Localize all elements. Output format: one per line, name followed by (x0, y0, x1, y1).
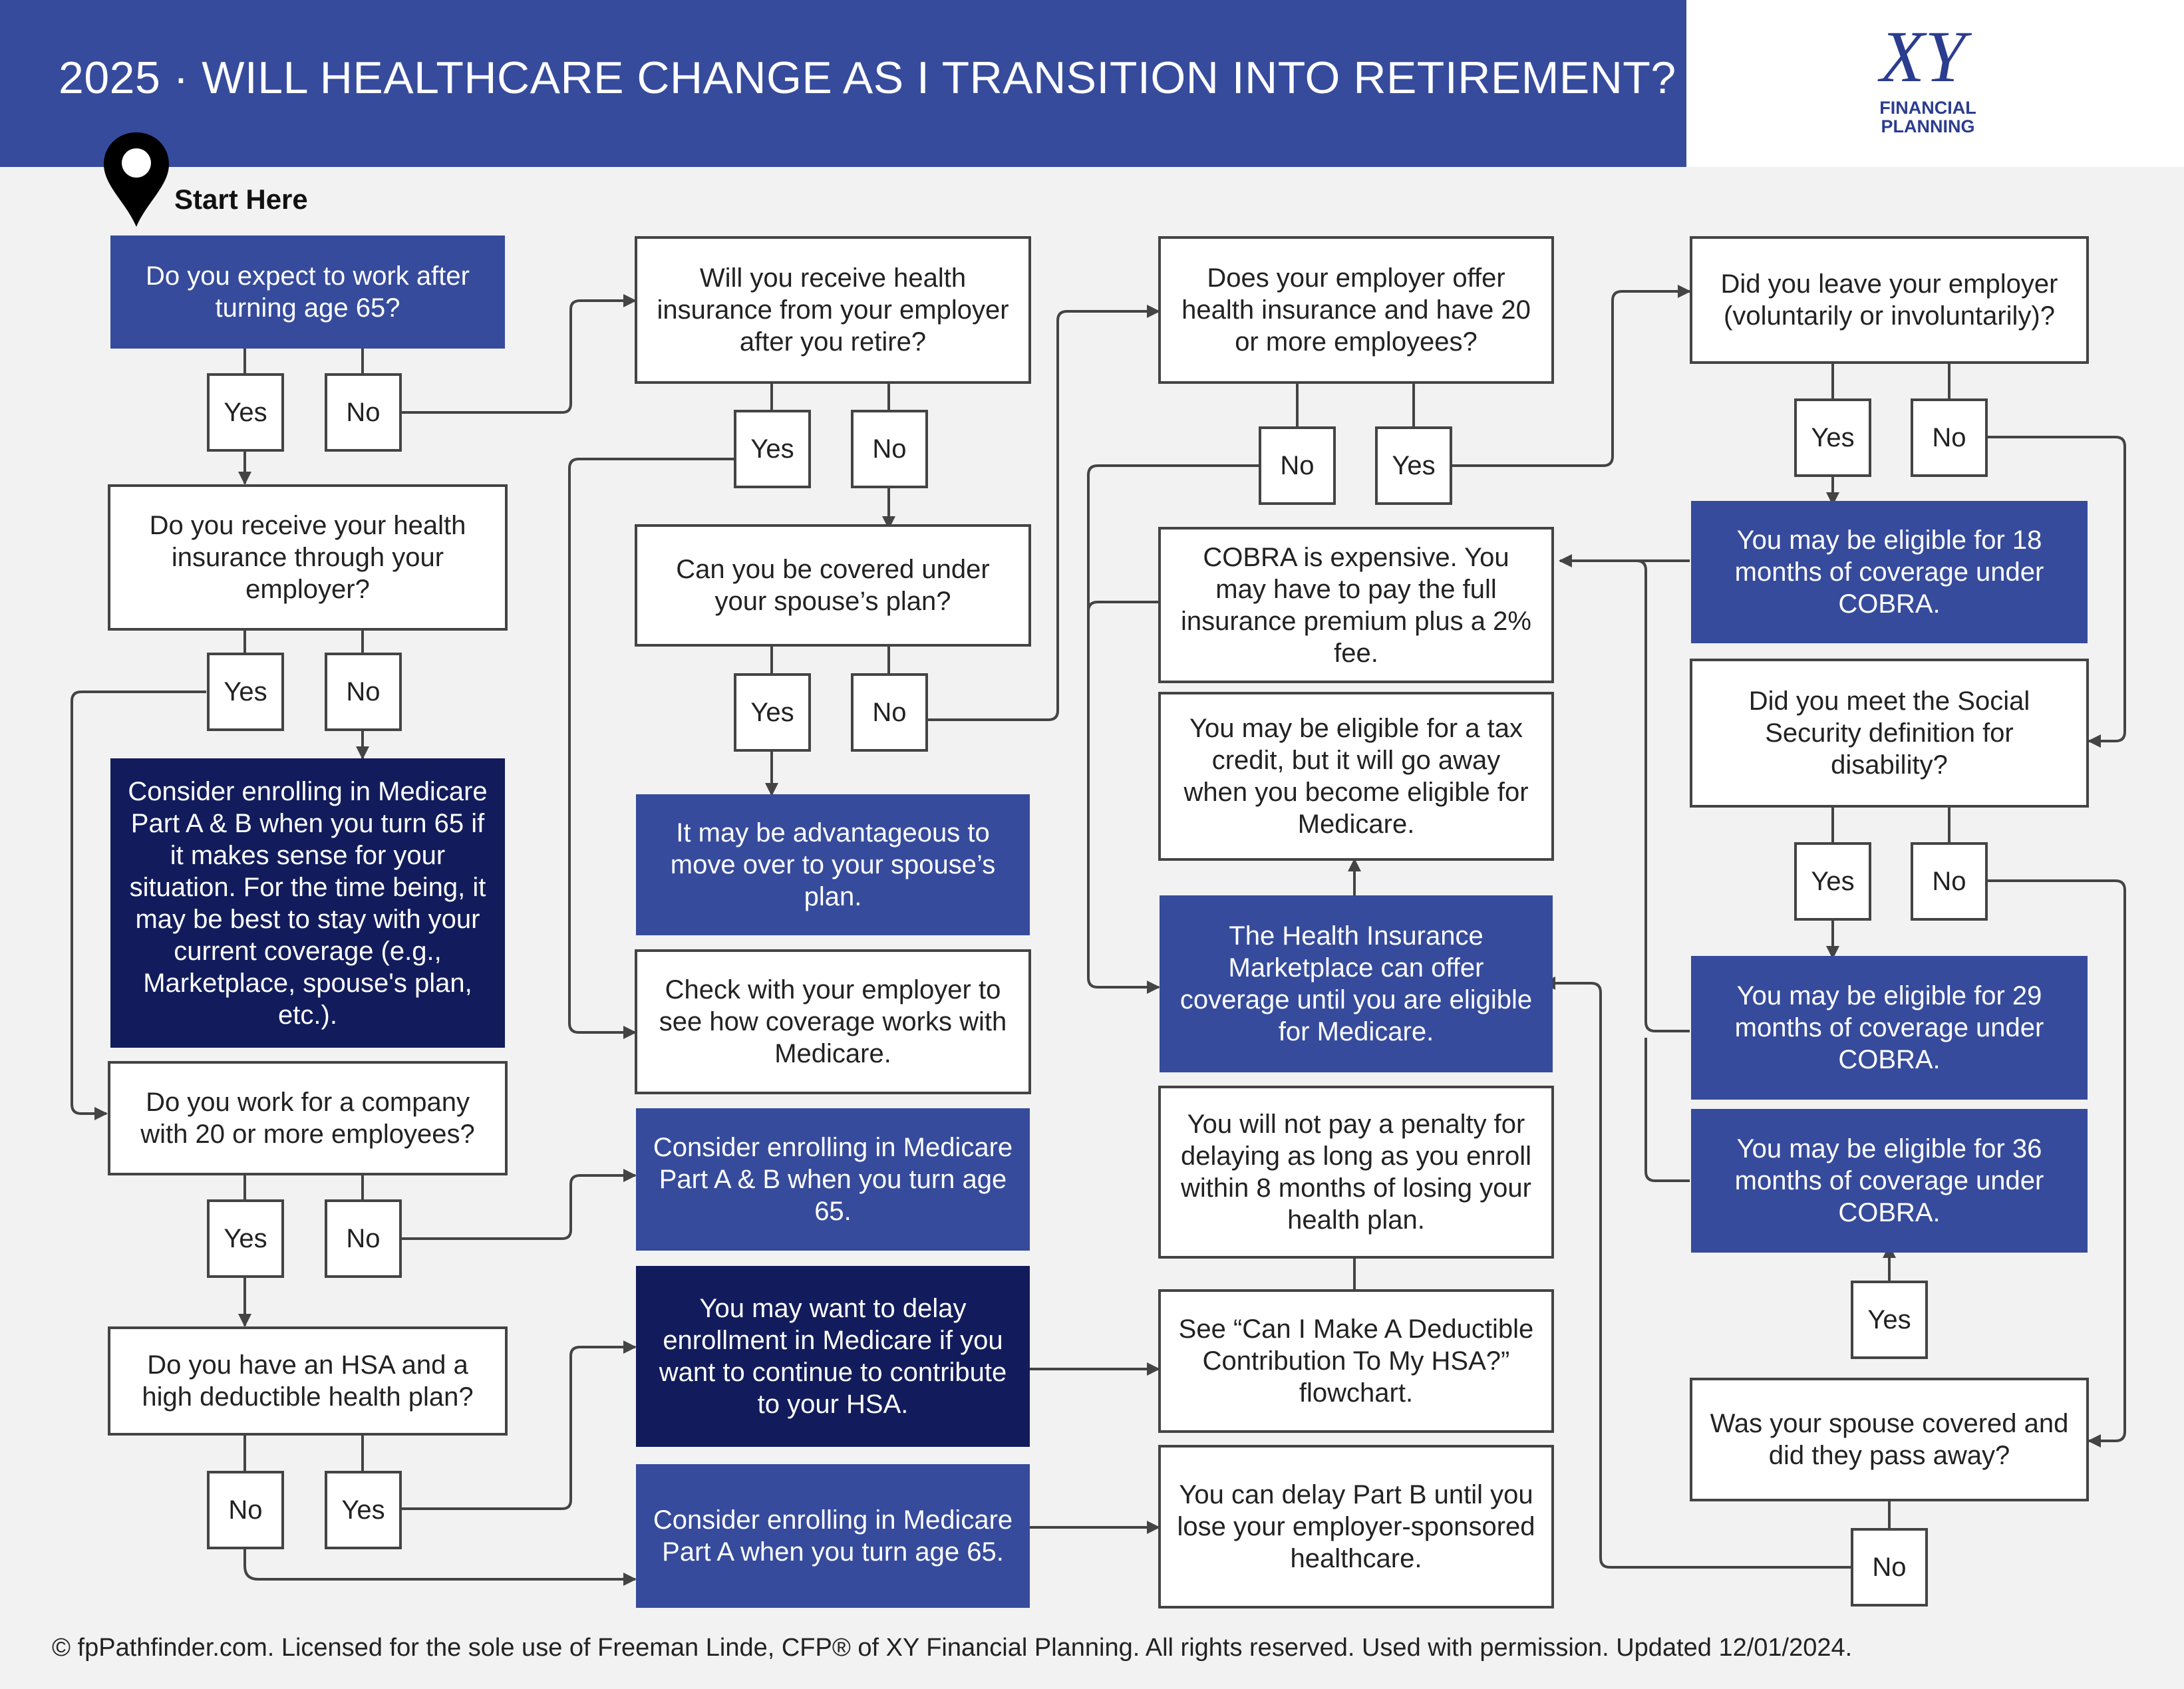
result-no-penalty: You will not pay a penalty for delaying … (1158, 1086, 1554, 1259)
question-employer-insurance: Do you receive your health insurance thr… (108, 484, 508, 631)
yes-button[interactable]: Yes (207, 373, 284, 452)
no-button[interactable]: No (1851, 1528, 1928, 1607)
result-consider-medicare-a-65: Consider enrolling in Medicare Part A wh… (636, 1464, 1030, 1608)
question-spouse-passed: Was your spouse covered and did they pas… (1690, 1378, 2089, 1501)
question-hsa: Do you have an HSA and a high deductible… (108, 1326, 508, 1436)
yes-button[interactable]: Yes (1794, 842, 1871, 921)
result-cobra-29-months: You may be eligible for 29 months of cov… (1691, 956, 2088, 1100)
location-pin-icon (104, 132, 169, 227)
no-button[interactable]: No (325, 1199, 402, 1278)
no-button[interactable]: No (325, 373, 402, 452)
result-consider-medicare-ab-65: Consider enrolling in Medicare Part A & … (636, 1108, 1030, 1251)
result-cobra-expensive: COBRA is expensive. You may have to pay … (1158, 527, 1554, 683)
yes-button[interactable]: Yes (734, 673, 811, 752)
footer-copyright: © fpPathfinder.com. Licensed for the sol… (52, 1634, 1853, 1662)
result-spouse-plan: It may be advantageous to move over to y… (636, 794, 1030, 935)
no-button[interactable]: No (1259, 426, 1336, 505)
no-button[interactable]: No (325, 653, 402, 731)
yes-button[interactable]: Yes (1851, 1281, 1928, 1359)
question-20-employees: Do you work for a company with 20 or mor… (108, 1061, 508, 1175)
yes-button[interactable]: Yes (1794, 398, 1871, 477)
result-see-hsa-flowchart: See “Can I Make A Deductible Contributio… (1158, 1289, 1554, 1433)
question-retiree-insurance: Will you receive health insurance from y… (635, 236, 1031, 384)
no-button[interactable]: No (207, 1471, 284, 1549)
result-delay-hsa: You may want to delay enrollment in Medi… (636, 1266, 1030, 1447)
result-delay-part-b: You can delay Part B until you lose your… (1158, 1445, 1554, 1609)
page-title: 2025 · WILL HEALTHCARE CHANGE AS I TRANS… (59, 53, 1676, 103)
logo-area (1686, 0, 2184, 167)
no-button[interactable]: No (1911, 398, 1988, 477)
result-consider-medicare-ab-situation: Consider enrolling in Medicare Part A & … (110, 758, 505, 1048)
logo-line1: FINANCIAL (1879, 98, 1976, 118)
question-disability: Did you meet the Social Security definit… (1690, 659, 2089, 808)
yes-button[interactable]: Yes (325, 1471, 402, 1549)
question-employer-20-employees: Does your employer offer health insuranc… (1158, 236, 1554, 384)
logo-text: FINANCIAL PLANNING (1875, 98, 1981, 136)
result-check-employer: Check with your employer to see how cove… (635, 949, 1031, 1094)
logo-mark: XY (1880, 16, 1966, 97)
start-here-label: Start Here (174, 184, 308, 215)
result-cobra-36-months: You may be eligible for 36 months of cov… (1691, 1109, 2088, 1253)
result-cobra-18-months: You may be eligible for 18 months of cov… (1691, 501, 2088, 643)
question-left-employer: Did you leave your employer (voluntarily… (1690, 236, 2089, 364)
result-tax-credit: You may be eligible for a tax credit, bu… (1158, 692, 1554, 861)
yes-button[interactable]: Yes (734, 410, 811, 488)
yes-button[interactable]: Yes (207, 1199, 284, 1278)
no-button[interactable]: No (1911, 842, 1988, 921)
no-button[interactable]: No (851, 410, 928, 488)
yes-button[interactable]: Yes (207, 653, 284, 731)
question-spouse-plan: Can you be covered under your spouse’s p… (635, 524, 1031, 647)
result-marketplace: The Health Insurance Marketplace can off… (1160, 895, 1553, 1072)
yes-button[interactable]: Yes (1375, 426, 1452, 505)
header-bar (0, 0, 1686, 167)
logo-line2: PLANNING (1881, 116, 1975, 137)
no-button[interactable]: No (851, 673, 928, 752)
question-work-after-65: Do you expect to work after turning age … (110, 235, 505, 349)
